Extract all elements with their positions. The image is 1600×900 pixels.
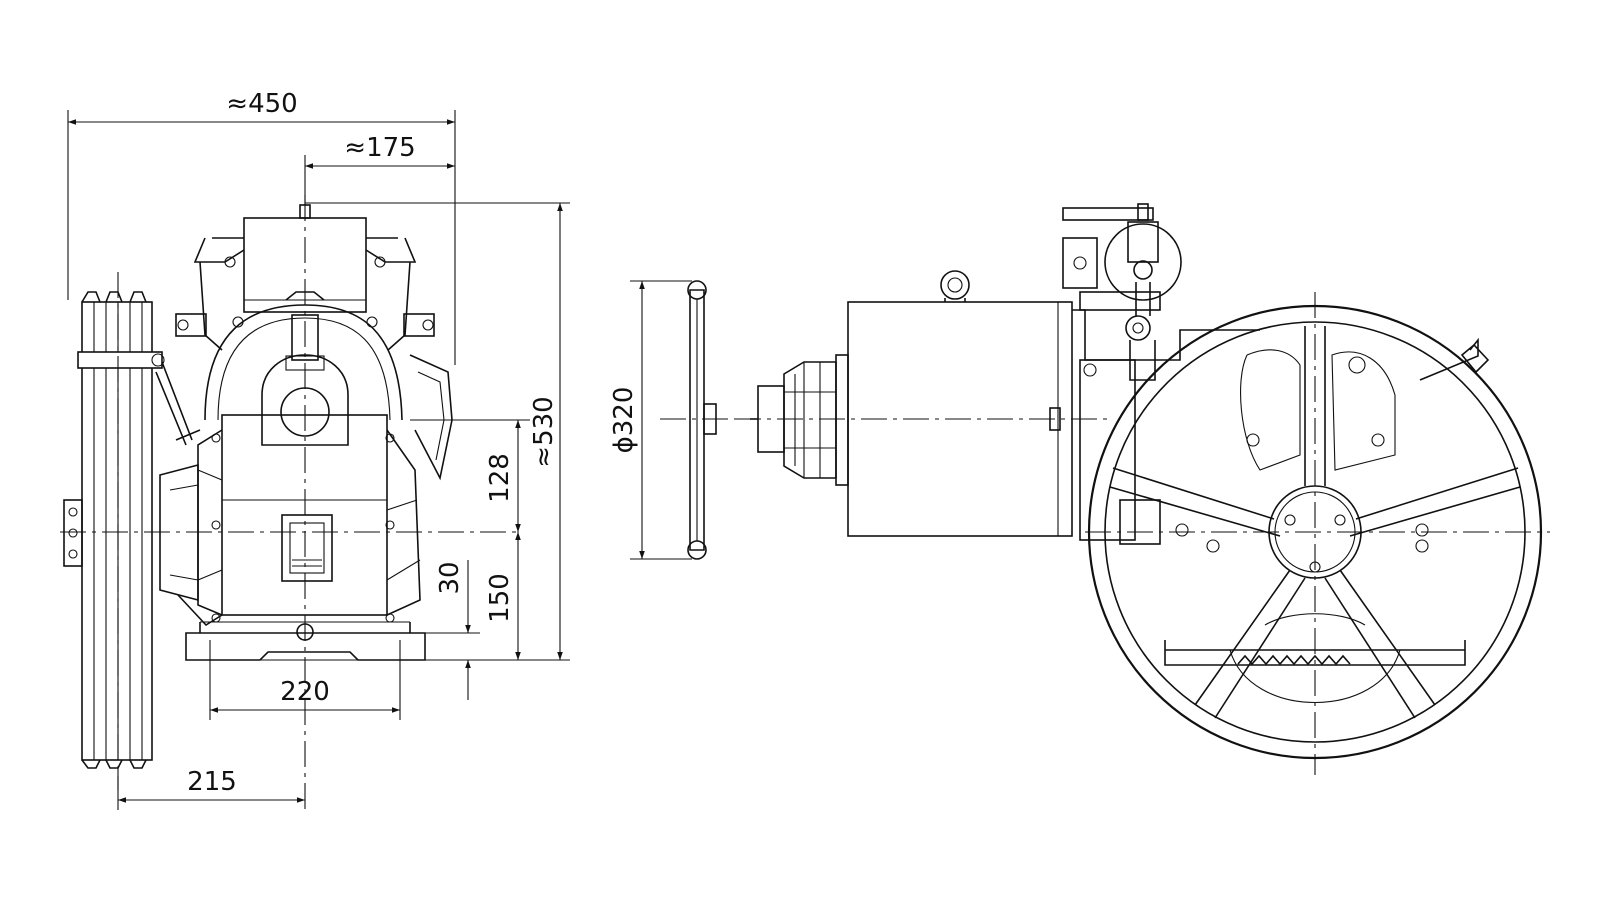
front-view: ≈450 ≈175 ≈530 128 150 30 220 215 — [60, 89, 570, 810]
gearbox-side — [1072, 309, 1466, 666]
dim-base-width: 220 — [280, 677, 330, 707]
motor-fan-cover — [750, 361, 837, 479]
gearbox-housing — [197, 304, 421, 623]
motor-end-cap — [409, 354, 453, 481]
dim-base-thickness: 30 — [435, 561, 465, 594]
side-view — [735, 203, 1550, 775]
traction-sheave — [63, 291, 153, 769]
dim-base-to-center: 150 — [485, 573, 515, 623]
dim-motor-offset: ≈175 — [344, 133, 415, 163]
rope-guard — [77, 351, 193, 446]
dim-overall-width: ≈450 — [226, 89, 297, 119]
dim-handwheel-diameter: ϕ320 — [609, 387, 639, 454]
dim-shaft-height: 128 — [485, 453, 515, 503]
motor-body — [835, 270, 1073, 537]
brake-release — [1062, 203, 1182, 381]
dim-sheave-offset: 215 — [187, 767, 237, 797]
dim-overall-height: ≈530 — [529, 396, 559, 467]
sheave-hub — [159, 429, 223, 627]
handwheel-view: ϕ320 — [609, 280, 735, 560]
